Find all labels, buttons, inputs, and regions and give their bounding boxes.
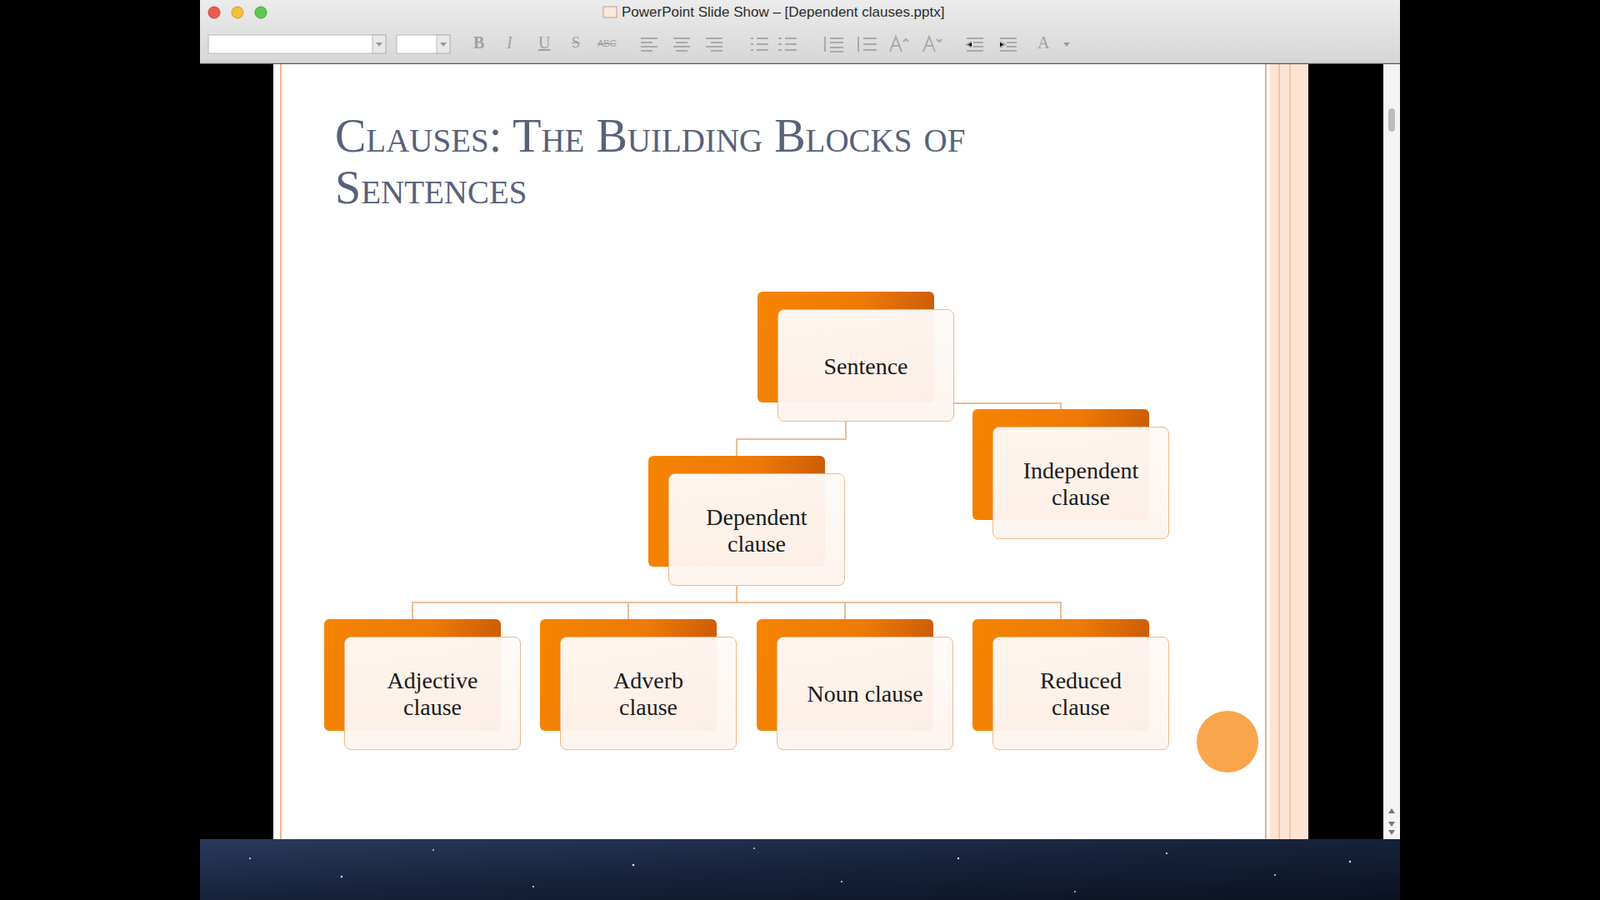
clause-box: Adjective clause	[344, 636, 521, 750]
align-icons	[640, 36, 1017, 52]
document-icon	[603, 6, 617, 18]
star	[1349, 860, 1351, 863]
clause-label: Independent clause	[1014, 457, 1148, 511]
clause-box: Noun clause	[776, 636, 954, 750]
clause-label: Adverb clause	[581, 667, 715, 721]
size-field	[396, 35, 450, 54]
shadow-button: S	[571, 34, 580, 52]
scrollbar-track	[1383, 64, 1400, 840]
slide-ground	[273, 64, 1309, 840]
grow-font-icon	[890, 36, 902, 52]
align-center-icon	[673, 38, 690, 51]
star	[632, 864, 635, 867]
star	[432, 849, 435, 851]
outdent-icon	[966, 38, 984, 51]
scroll-arrows	[1388, 808, 1395, 835]
star	[1074, 890, 1076, 893]
stars	[249, 847, 1351, 893]
font-size-icons	[890, 36, 942, 52]
title-toolbar-bar	[200, 0, 1400, 64]
bullet-list-icon	[750, 38, 769, 50]
spacing-icon	[825, 36, 844, 52]
clause-box: Sentence	[777, 309, 955, 422]
slide-right-rule	[1265, 64, 1267, 840]
zoom-button	[255, 6, 267, 19]
clause-label: Dependent clause	[690, 504, 824, 558]
star	[532, 885, 535, 888]
star	[1165, 852, 1168, 855]
underline-button: U	[538, 33, 550, 53]
grow-arrow	[903, 39, 909, 42]
connector	[736, 421, 846, 456]
slide-right-rule	[1289, 64, 1291, 840]
italic-button: I	[506, 33, 513, 53]
shrink-font-icon	[923, 36, 935, 52]
connector	[628, 585, 737, 620]
slide-left-rule	[280, 64, 282, 840]
align-right-icon	[705, 38, 723, 51]
toolbar-divider	[200, 63, 1400, 65]
slide-right-rule	[1278, 64, 1280, 840]
star	[1274, 874, 1276, 876]
spacing-icon	[858, 36, 877, 52]
connector-line	[412, 585, 737, 620]
close-button	[208, 6, 220, 19]
connector-line	[954, 403, 1061, 410]
scrollbar-thumb	[1388, 108, 1395, 132]
slide-title: Clauses: The Building Blocks of Sentence…	[335, 110, 1152, 214]
connector	[954, 403, 1061, 410]
desktop-sky	[200, 839, 1400, 900]
align-left-icon	[640, 38, 658, 51]
connector	[412, 585, 737, 620]
clause-label: Sentence	[823, 353, 908, 380]
strikethrough-button: ABC	[597, 38, 617, 49]
star	[753, 847, 755, 850]
dropdown-caret	[375, 42, 383, 47]
shrink-arrow	[936, 39, 942, 42]
minimize-button	[231, 6, 244, 19]
star	[957, 857, 960, 860]
indent-icon	[1000, 38, 1017, 51]
clause-box: Independent clause	[992, 426, 1170, 540]
slide-right-band	[1270, 64, 1309, 840]
size-dropdown	[436, 35, 450, 54]
clause-label: Reduced clause	[1014, 667, 1148, 721]
clause-box: Dependent clause	[668, 473, 845, 586]
connector-line	[628, 585, 737, 620]
bold-button: B	[473, 33, 485, 53]
connector-line	[736, 585, 1061, 620]
connector	[736, 585, 1061, 620]
number-list-icon	[778, 38, 797, 50]
color-caret	[1063, 42, 1070, 47]
clause-box: Adverb clause	[560, 636, 737, 750]
clause-box: Reduced clause	[992, 636, 1170, 750]
star	[340, 875, 343, 878]
font-field	[208, 35, 386, 54]
dropdown-caret	[440, 42, 447, 47]
clause-label: Adjective clause	[365, 667, 500, 721]
font-color-button: A	[1037, 33, 1050, 53]
font-dropdown	[372, 35, 386, 54]
connector-line	[736, 421, 846, 456]
clause-label: Noun clause	[806, 680, 923, 708]
window-title: PowerPoint Slide Show – [Dependent claus…	[621, 4, 945, 21]
orange-dot	[1196, 710, 1259, 773]
star	[249, 857, 251, 860]
star	[840, 880, 843, 883]
